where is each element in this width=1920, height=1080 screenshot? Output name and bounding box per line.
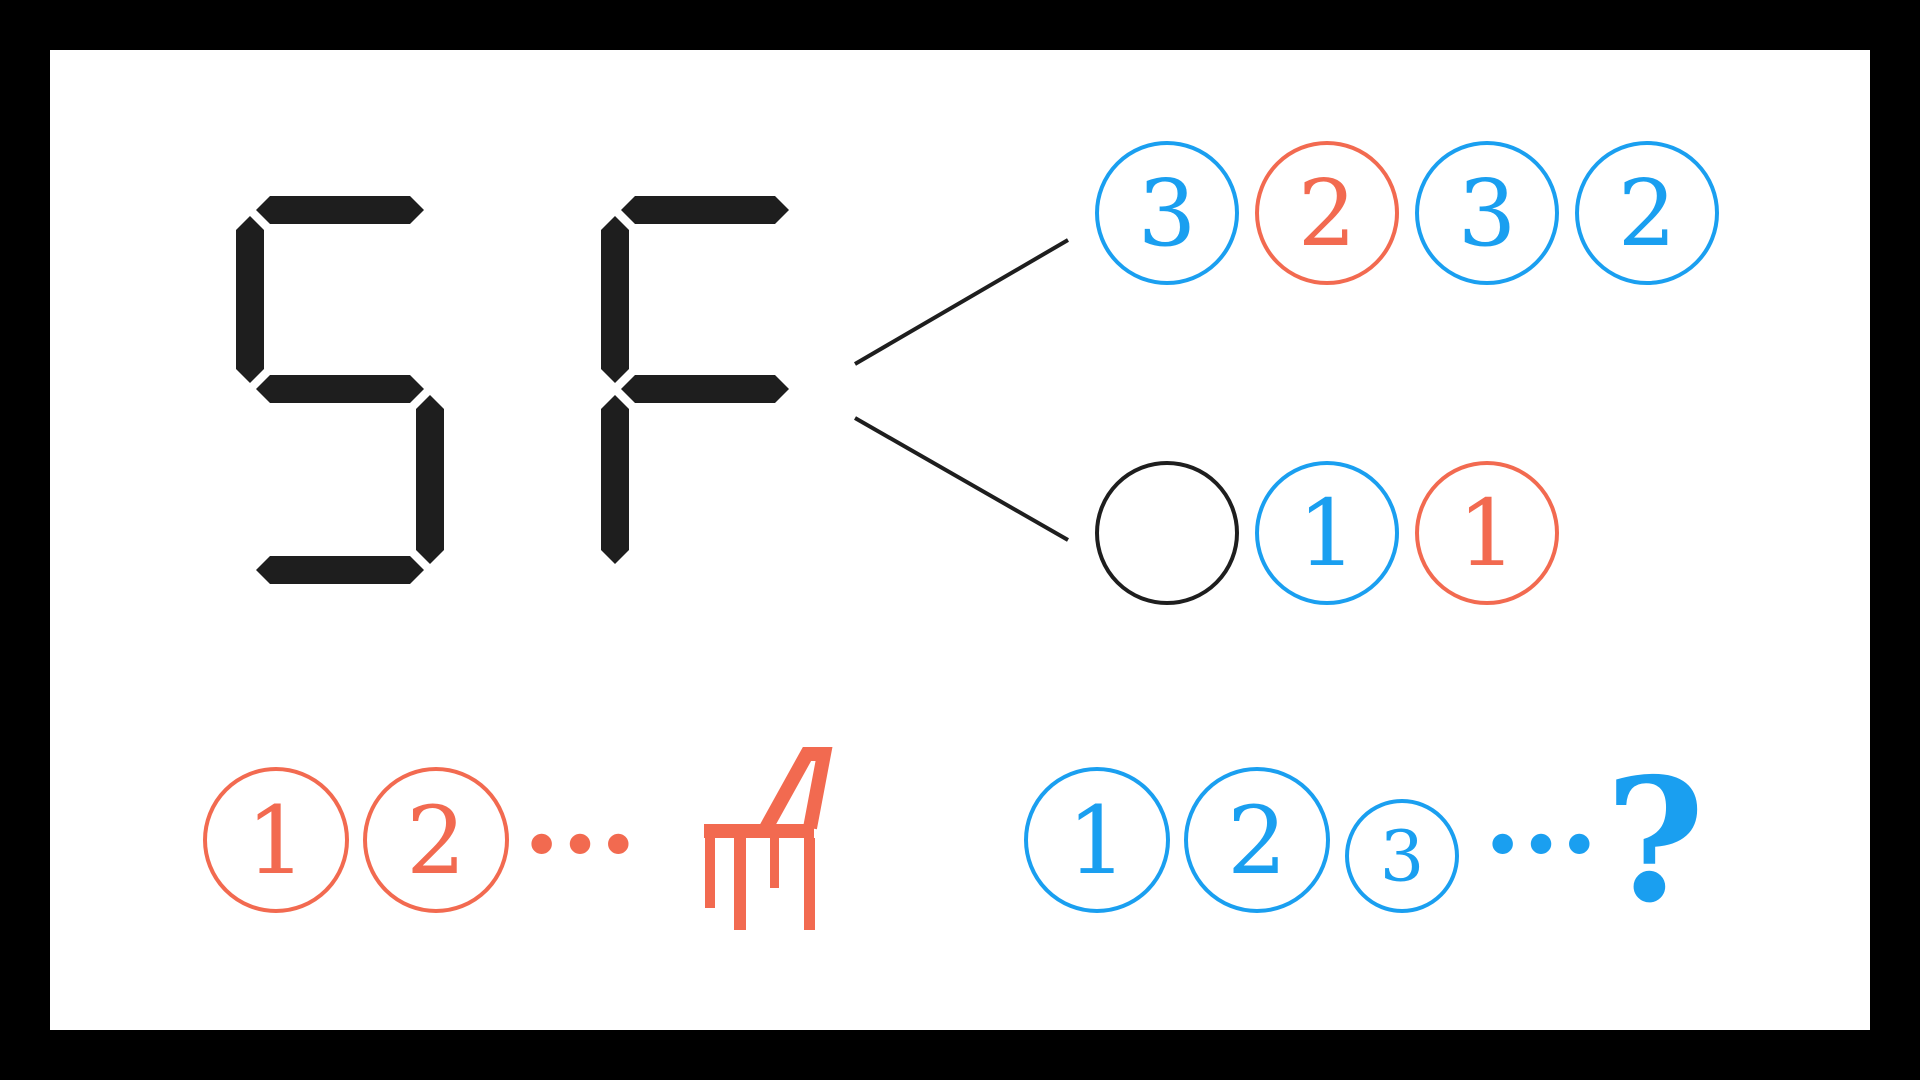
seven-segment-digit-f — [601, 196, 789, 564]
segment-f — [236, 216, 264, 383]
circled-number: 1 — [1255, 461, 1399, 605]
bottom-right-sequence: 1 2 3 ··· ? — [1024, 741, 1705, 941]
circled-number: 2 — [1575, 141, 1719, 285]
lower-branch-circles: 1 1 — [1095, 461, 1559, 605]
segment-a — [621, 196, 789, 224]
empty-circle — [1095, 461, 1239, 605]
circled-number: 2 — [1255, 141, 1399, 285]
circle-outline — [1255, 461, 1399, 605]
circled-number-label: 3 — [1380, 816, 1425, 898]
circled-number-label: 1 — [1067, 787, 1127, 896]
circled-number-label: 2 — [1227, 787, 1287, 896]
circle-outline — [1255, 141, 1399, 285]
circle-outline — [1184, 767, 1330, 913]
chair-icon — [704, 747, 833, 930]
circle-outline — [203, 767, 349, 913]
circled-number-label: 3 — [1138, 160, 1197, 267]
circled-number: 3 — [1345, 799, 1459, 913]
diagram-panel: 3 2 3 2 1 1 1 — [50, 50, 1870, 1030]
connector-line-lower — [854, 416, 1069, 542]
circled-number: 1 — [1024, 767, 1170, 913]
circle-outline — [363, 767, 509, 913]
circled-number: 2 — [1184, 767, 1330, 913]
segment-d — [256, 556, 424, 584]
circle-outline — [1345, 799, 1459, 913]
circled-number-label: 1 — [246, 787, 306, 896]
circled-number-label: 2 — [1298, 160, 1357, 267]
diagram-canvas: 3 2 3 2 1 1 1 — [203, 141, 1719, 941]
question-mark: ? — [1605, 741, 1705, 941]
circled-number: 2 — [363, 767, 509, 913]
segment-g — [621, 375, 789, 403]
ellipsis: ··· — [523, 779, 638, 908]
ellipsis: ··· — [1484, 779, 1599, 908]
circled-number-label: 1 — [1298, 480, 1357, 587]
segment-f — [601, 216, 629, 383]
segment-c — [416, 395, 444, 564]
bottom-left-sequence: 1 2 ··· — [203, 747, 833, 930]
circled-number: 3 — [1415, 141, 1559, 285]
segment-e — [601, 395, 629, 564]
circle-outline — [1415, 461, 1559, 605]
seven-segment-digit-s — [236, 196, 444, 584]
circle-outline — [1024, 767, 1170, 913]
circled-number-label: 2 — [1618, 160, 1677, 267]
circled-number: 3 — [1095, 141, 1239, 285]
circled-number: 1 — [1415, 461, 1559, 605]
circle-outline — [1095, 141, 1239, 285]
segment-a — [256, 196, 424, 224]
circled-number-label: 1 — [1458, 480, 1517, 587]
circled-number-label: 2 — [406, 787, 466, 896]
connector-line-upper — [853, 238, 1070, 366]
circle-outline — [1415, 141, 1559, 285]
circled-number-label: 3 — [1458, 160, 1517, 267]
segment-g — [256, 375, 424, 403]
circle-outline — [1095, 461, 1239, 605]
circled-number: 1 — [203, 767, 349, 913]
upper-branch-circles: 3 2 3 2 — [1095, 141, 1719, 285]
circle-outline — [1575, 141, 1719, 285]
